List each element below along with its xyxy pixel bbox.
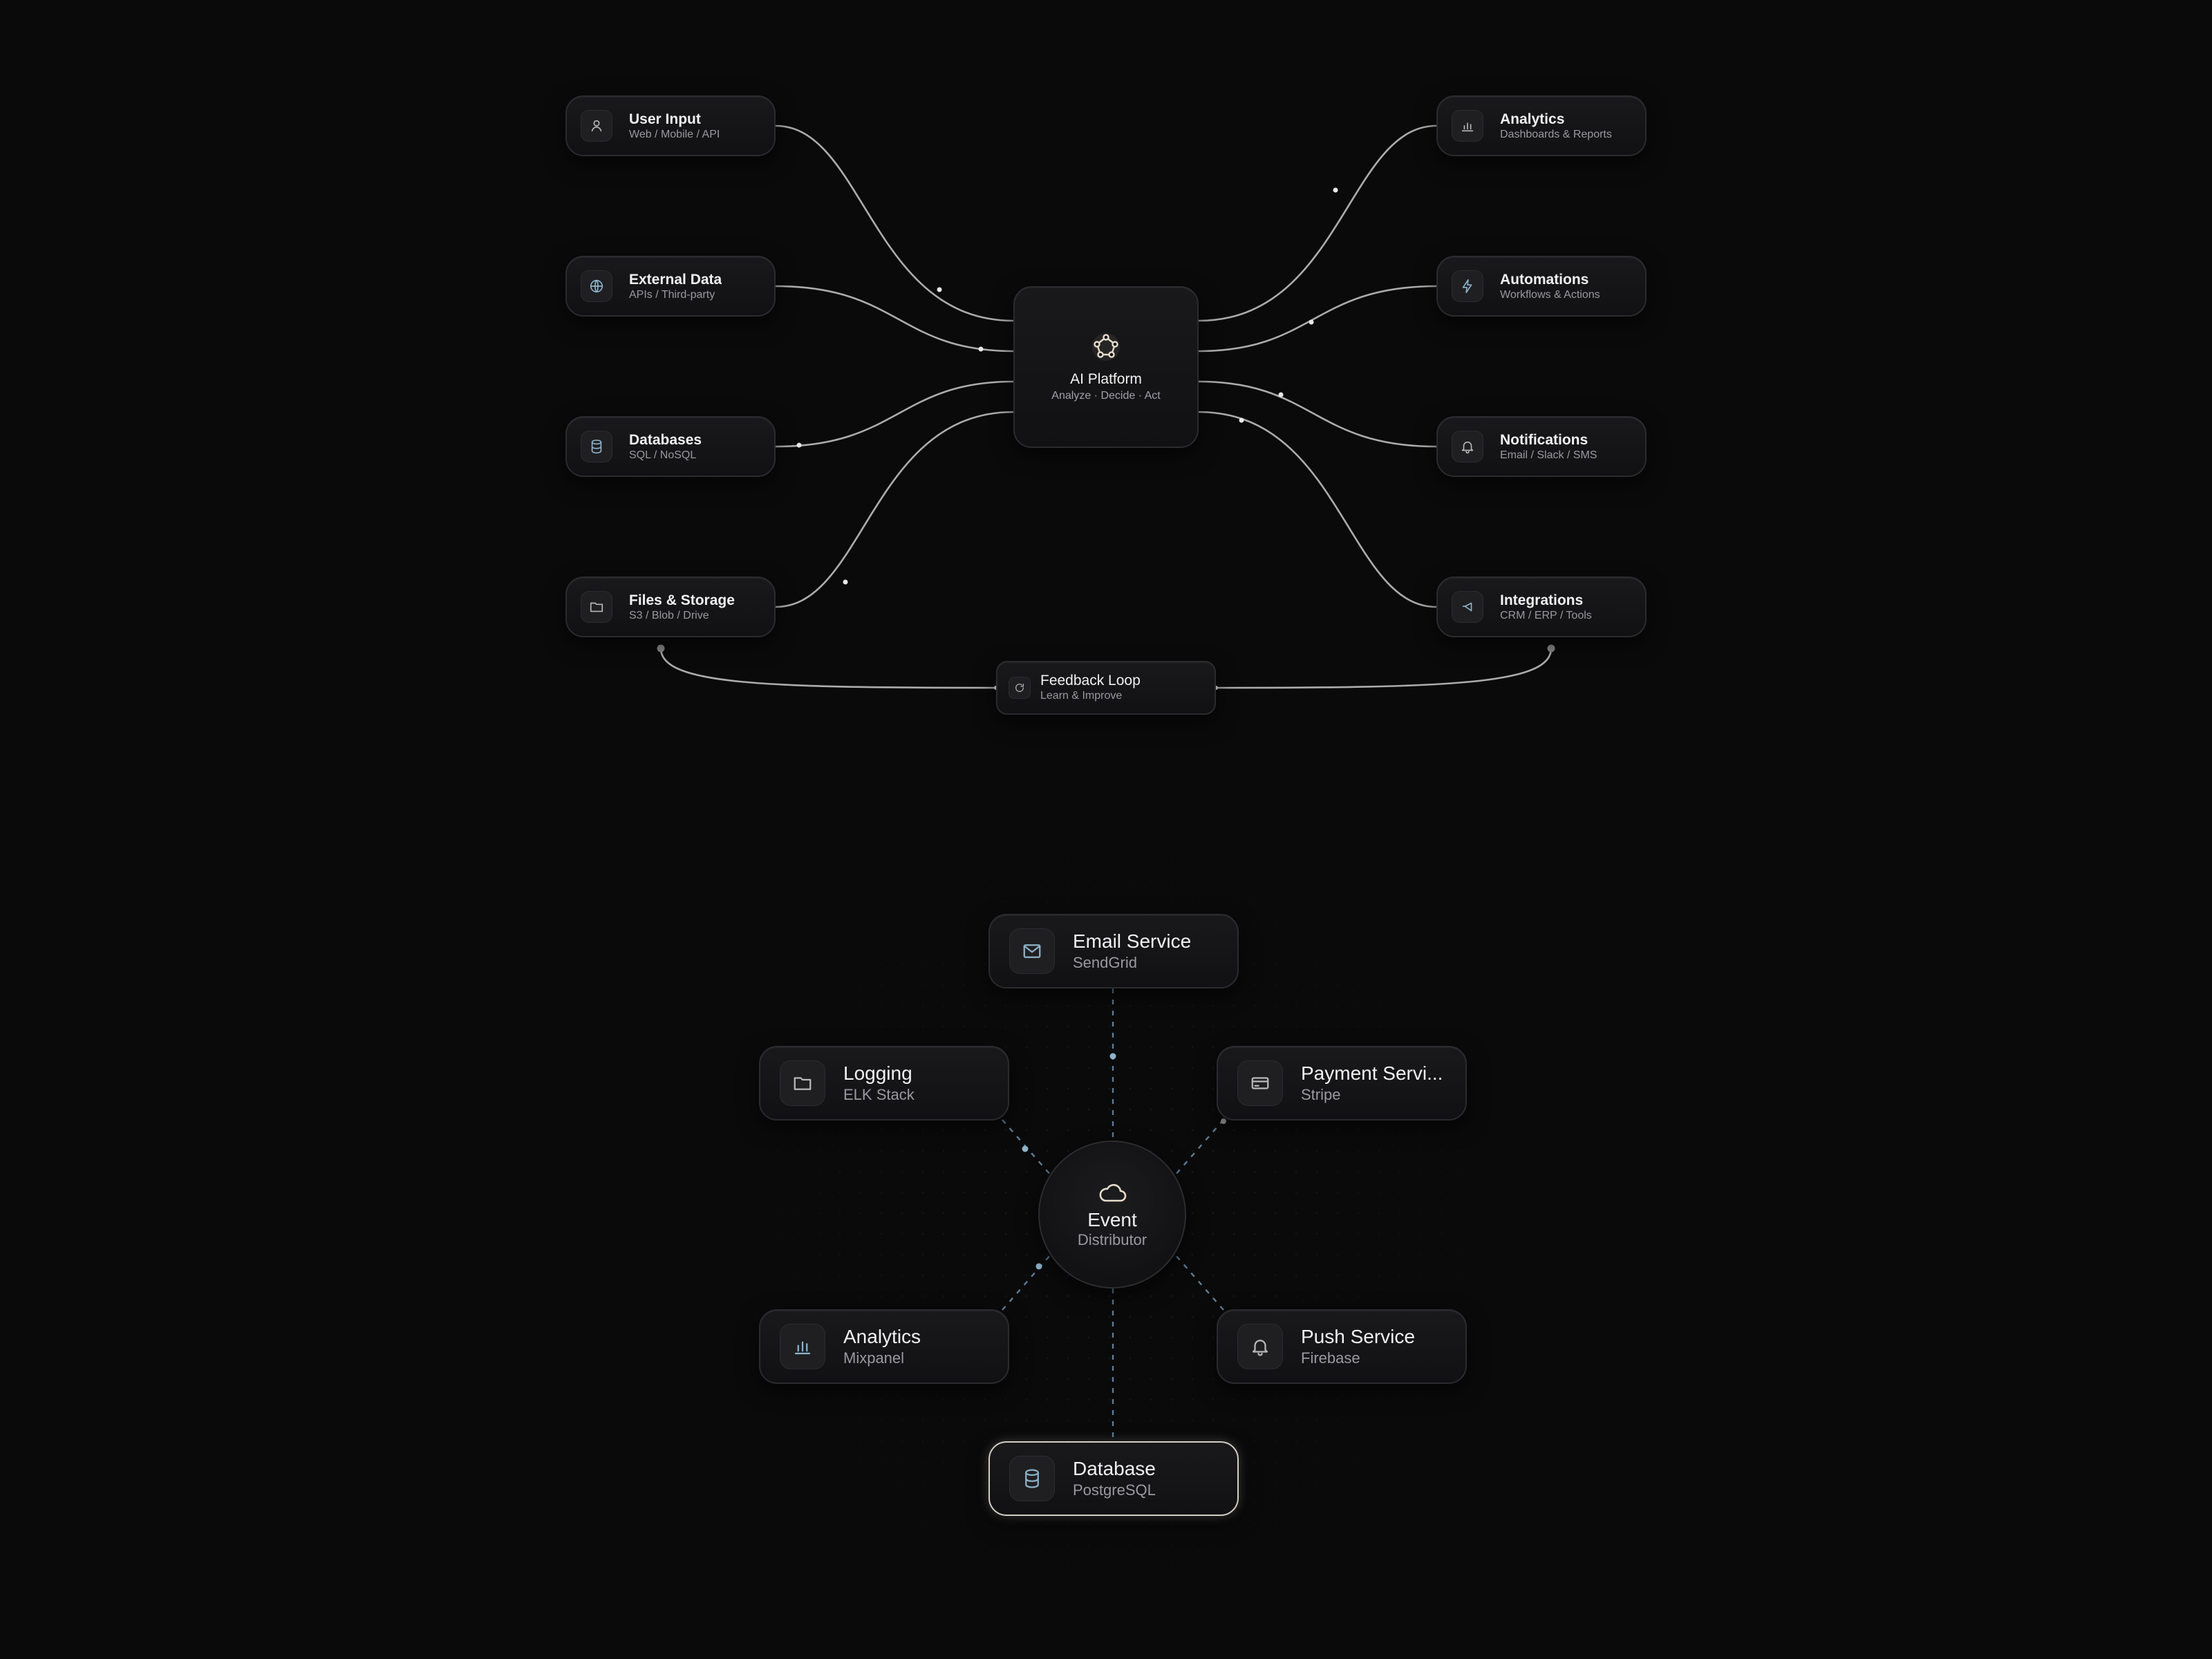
connector-user-input <box>775 124 1014 322</box>
node-subtitle: Email / Slack / SMS <box>1500 449 1597 461</box>
node-subtitle: Firebase <box>1301 1349 1360 1367</box>
node-subtitle: ELK Stack <box>843 1086 915 1103</box>
connector-integrations <box>1198 411 1437 608</box>
connector-notifications <box>1198 380 1437 448</box>
node-title: Logging <box>843 1062 912 1084</box>
connector-payment-service <box>1174 1119 1224 1176</box>
node-title: Analytics <box>1500 111 1565 127</box>
connector-analytics <box>1198 124 1437 322</box>
flow-dots-bottom <box>1022 1053 1226 1270</box>
plug-icon <box>1452 591 1483 623</box>
flow-dots <box>657 187 1555 690</box>
node-subtitle: APIs / Third-party <box>629 288 715 301</box>
hub-subtitle: Analyze · Decide · Act <box>1051 390 1161 402</box>
refresh-icon <box>1009 677 1031 699</box>
node-subtitle: Mixpanel <box>843 1349 905 1367</box>
connector-databases <box>775 380 1014 448</box>
database-icon <box>581 431 612 462</box>
node-title: User Input <box>629 111 701 127</box>
service-node-payment-service[interactable]: Payment Servi... Stripe <box>1217 1046 1467 1121</box>
node-subtitle: S3 / Blob / Drive <box>629 609 709 621</box>
mail-icon <box>1009 928 1055 974</box>
node-subtitle: Stripe <box>1301 1086 1341 1103</box>
node-title: Analytics <box>843 1326 921 1347</box>
node-subtitle: Dashboards & Reports <box>1500 128 1612 140</box>
node-title: Notifications <box>1500 431 1588 448</box>
node-title: Database <box>1073 1458 1156 1479</box>
connector-files-storage <box>775 411 1014 608</box>
node-subtitle: PostgreSQL <box>1073 1481 1156 1499</box>
node-title: Databases <box>629 431 702 448</box>
node-subtitle: CRM / ERP / Tools <box>1500 609 1592 621</box>
node-title: Feedback Loop <box>1040 673 1141 688</box>
hub-title: AI Platform <box>1070 371 1142 387</box>
connector-external-data <box>775 285 1014 353</box>
node-subtitle: Learn & Improve <box>1040 690 1123 702</box>
bar-chart-icon <box>1452 110 1483 142</box>
cloud-icon <box>1097 1180 1127 1205</box>
node-title: Integrations <box>1500 592 1584 608</box>
node-title: Files & Storage <box>629 592 735 608</box>
connector-automations <box>1198 285 1437 353</box>
node-subtitle: SendGrid <box>1073 954 1137 971</box>
lightning-icon <box>1452 270 1483 302</box>
node-title: Payment Servi... <box>1301 1062 1443 1084</box>
event-distributor-node[interactable]: Event Distributor <box>1038 1141 1186 1288</box>
node-title: External Data <box>629 271 722 288</box>
center-subtitle: Distributor <box>1077 1231 1147 1248</box>
connector-push-service <box>1174 1254 1224 1311</box>
node-title: Automations <box>1500 271 1589 288</box>
node-subtitle: Web / Mobile / API <box>629 128 720 140</box>
bell-icon <box>1237 1324 1283 1369</box>
connector-analytics-mixpanel <box>1002 1254 1051 1311</box>
hub-node-ai-platform[interactable]: AI Platform Analyze · Decide · Act <box>1013 286 1199 448</box>
node-title: Email Service <box>1073 930 1192 952</box>
user-icon <box>581 110 612 142</box>
connector-feedback-left <box>659 648 997 689</box>
network-icon <box>1089 330 1123 364</box>
globe-icon <box>581 270 612 302</box>
database-icon <box>1009 1456 1055 1501</box>
folder-icon <box>581 591 612 623</box>
bell-icon <box>1452 431 1483 462</box>
node-subtitle: SQL / NoSQL <box>629 449 697 461</box>
folder-icon <box>780 1060 825 1106</box>
bar-chart-icon <box>780 1324 825 1369</box>
node-subtitle: Workflows & Actions <box>1500 288 1600 301</box>
credit-card-icon <box>1237 1060 1283 1106</box>
connector-feedback-right <box>1215 648 1553 689</box>
center-title: Event <box>1087 1209 1137 1230</box>
node-title: Push Service <box>1301 1326 1415 1347</box>
